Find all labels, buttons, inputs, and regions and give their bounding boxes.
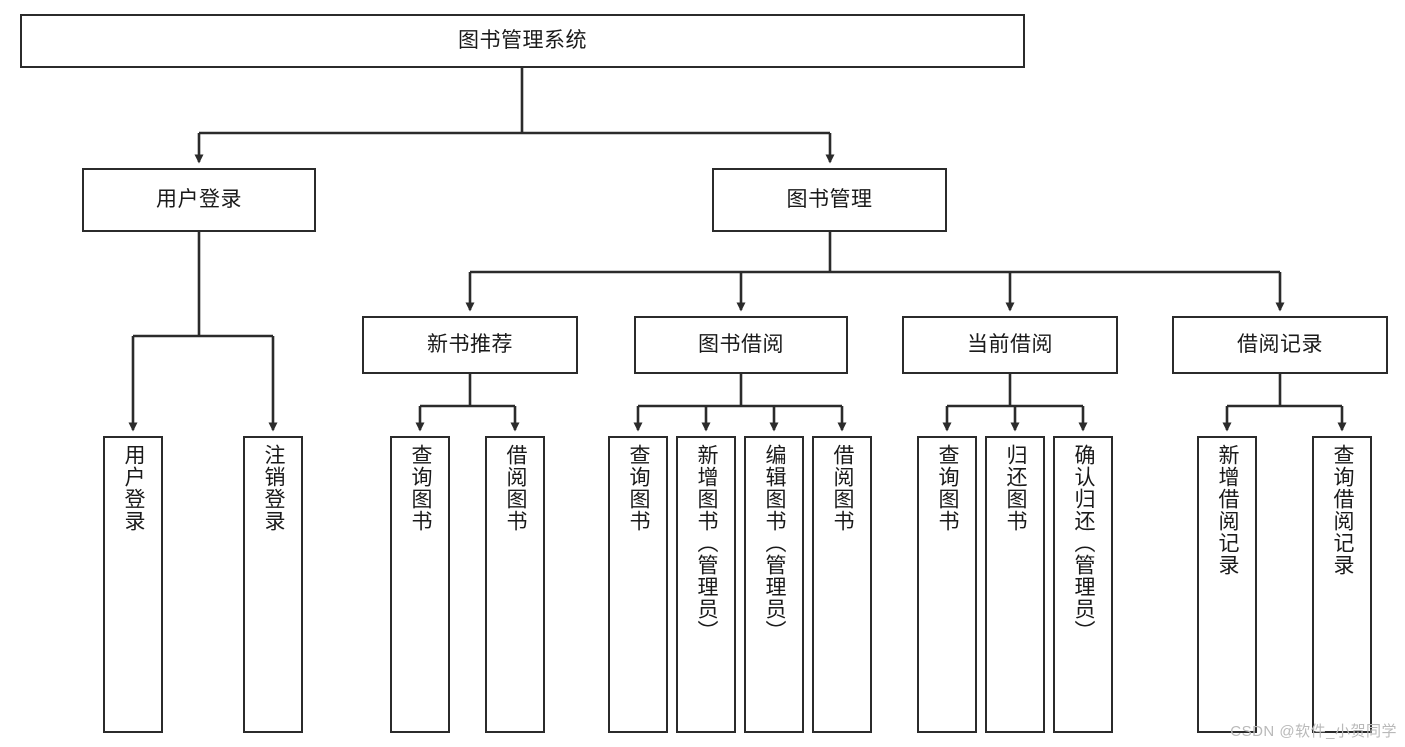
node-label: 借阅图书 (504, 444, 528, 532)
node-label: 新增借阅记录 (1216, 444, 1240, 576)
node-book-management[interactable]: 图书管理 (712, 168, 947, 232)
csdn-watermark: CSDN @软件_小贺同学 (1230, 723, 1397, 740)
node-label: 查询借阅记录 (1331, 444, 1355, 576)
leaf-borrow-record-query-record[interactable]: 查询借阅记录 (1312, 436, 1372, 733)
node-label: 借阅图书 (831, 444, 855, 532)
leaf-new-book-borrow-book[interactable]: 借阅图书 (485, 436, 545, 733)
node-label: 图书管理 (786, 187, 873, 211)
node-current-borrow[interactable]: 当前借阅 (902, 316, 1118, 374)
node-label: 注销登录 (262, 444, 286, 532)
leaf-user-login-logout[interactable]: 注销登录 (243, 436, 303, 733)
node-label: 查询图书 (936, 444, 960, 532)
node-root-book-management-system[interactable]: 图书管理系统 (20, 14, 1025, 68)
leaf-current-borrow-confirm-return-admin[interactable]: 确认归还（管理员） (1053, 436, 1113, 733)
node-label: 新书推荐 (427, 332, 513, 356)
node-label: 图书管理系统 (458, 28, 587, 52)
leaf-book-borrow-edit-book-admin[interactable]: 编辑图书（管理员） (744, 436, 804, 733)
leaf-current-borrow-query-book[interactable]: 查询图书 (917, 436, 977, 733)
node-label: 确认归还（管理员） (1072, 444, 1096, 642)
leaf-borrow-record-add-record[interactable]: 新增借阅记录 (1197, 436, 1257, 733)
node-label: 图书借阅 (698, 332, 784, 356)
node-label: 当前借阅 (967, 332, 1053, 356)
node-label: 借阅记录 (1237, 332, 1323, 356)
node-label: 新增图书（管理员） (695, 444, 719, 642)
leaf-book-borrow-add-book-admin[interactable]: 新增图书（管理员） (676, 436, 736, 733)
leaf-user-login-login[interactable]: 用户登录 (103, 436, 163, 733)
node-label: 查询图书 (627, 444, 651, 532)
leaf-current-borrow-return-book[interactable]: 归还图书 (985, 436, 1045, 733)
node-label: 用户登录 (122, 444, 146, 532)
node-user-login[interactable]: 用户登录 (82, 168, 316, 232)
leaf-new-book-query-book[interactable]: 查询图书 (390, 436, 450, 733)
node-label: 用户登录 (156, 187, 242, 211)
node-borrow-record[interactable]: 借阅记录 (1172, 316, 1388, 374)
node-label: 编辑图书（管理员） (763, 444, 787, 642)
node-label: 查询图书 (409, 444, 433, 532)
leaf-book-borrow-borrow-book[interactable]: 借阅图书 (812, 436, 872, 733)
node-book-borrow[interactable]: 图书借阅 (634, 316, 848, 374)
node-label: 归还图书 (1004, 444, 1028, 532)
node-new-book-recommend[interactable]: 新书推荐 (362, 316, 578, 374)
leaf-book-borrow-query-book[interactable]: 查询图书 (608, 436, 668, 733)
